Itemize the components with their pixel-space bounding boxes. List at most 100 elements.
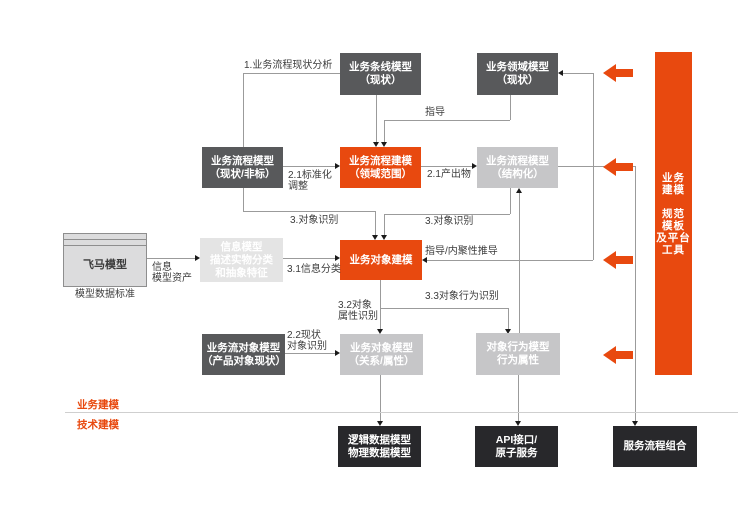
edge-label-guide: 指导: [425, 107, 445, 118]
node-label: 行为属性: [497, 354, 539, 366]
node-logical-data-model: 逻辑数据模型 物理数据模型: [338, 426, 421, 467]
connector-analysis-horizontal: [243, 73, 340, 74]
bar-text-line: 及平台: [656, 231, 691, 244]
edge-label-cohesion: 指导/内聚性推导: [425, 246, 498, 257]
sidebar-governance-bar: 业务 建模 规范 模板 及平台 工具: [655, 52, 692, 375]
connector-object-id-right-v2: [384, 214, 385, 235]
arrowhead-up-icon: [515, 188, 522, 193]
edge-label-line: 对象识别: [287, 341, 327, 352]
arrowhead-right-icon: [335, 254, 340, 261]
node-label: 业务流程模型: [486, 154, 549, 167]
connector-standardize-arrow: [283, 166, 335, 167]
arrowhead-down-icon: [376, 421, 383, 426]
edge-label-asis-object-id: 2.2现状 对象识别: [287, 330, 327, 352]
node-label: 描述实物分类: [210, 253, 273, 266]
arrowhead-right-icon: [335, 349, 340, 356]
edge-label-line: 信息: [152, 262, 172, 273]
node-label: （领域范围）: [349, 167, 412, 180]
node-label: （结构化）: [491, 167, 544, 180]
connector-behavior-id-h: [380, 308, 508, 309]
lane-label-business-modeling: 业务建模: [77, 399, 119, 411]
node-label: 物理数据模型: [348, 446, 411, 459]
connector-guide-v2: [384, 120, 385, 142]
edge-label-line: 属性识别: [338, 311, 378, 322]
connector-guide-horizontal: [384, 120, 510, 121]
node-label: 业务领域模型: [486, 61, 549, 73]
node-object-behavior-model: 对象行为模型 行为属性: [476, 333, 560, 375]
orange-left-arrow-icon: [603, 158, 633, 176]
pegasus-caption: 模型数据标准: [75, 289, 135, 300]
node-biz-process-model-structured: 业务流程模型 （结构化）: [477, 147, 558, 188]
edge-label-line: 2.1标准化: [288, 170, 332, 181]
node-label: （现状）: [496, 74, 539, 86]
arrowhead-right-icon: [472, 162, 477, 169]
orange-left-arrow-icon: [603, 346, 633, 364]
arrowhead-right-icon: [195, 254, 200, 261]
bar-text-line: 业务: [662, 171, 685, 184]
connector-object-id-right-h: [384, 214, 510, 215]
node-label: 飞马模型: [83, 258, 127, 271]
lane-divider: [65, 412, 738, 413]
node-label: （产品对象现状）: [202, 354, 286, 367]
edge-label-output: 2.1产出物: [427, 169, 471, 180]
node-label: 和抽象特征: [215, 266, 268, 279]
connector-pegasus-to-info: [147, 258, 195, 259]
connector-cohesion-horizontal: [427, 260, 593, 261]
node-label: （现状/非标）: [209, 167, 276, 180]
arrowhead-down-icon: [371, 235, 378, 240]
connector-info-classification: [283, 258, 335, 259]
connector-structured-right: [558, 166, 635, 167]
pegasus-stripe: [64, 245, 146, 246]
bar-text-line: 模板: [662, 219, 685, 232]
node-info-model: 信息模型 描述实物分类 和抽象特征: [200, 238, 283, 282]
arrowhead-down-icon: [380, 235, 387, 240]
node-label: 业务对象模型: [350, 341, 413, 354]
connector-line-to-process-modeling: [376, 95, 377, 142]
node-biz-domain-model: 业务领域模型 （现状）: [477, 53, 558, 95]
edge-label-line: 3.2对象: [338, 300, 372, 311]
node-label: 服务流程组合: [623, 440, 687, 452]
arrowhead-left-icon: [558, 69, 563, 76]
arrowhead-right-icon: [335, 162, 340, 169]
edge-label-standardize: 2.1标准化 调整: [288, 170, 332, 192]
bar-text-line: 建模: [662, 183, 685, 196]
connector-attribute-id: [380, 280, 381, 329]
connector-to-domain-model: [563, 73, 593, 74]
node-service-composition: 服务流程组合: [613, 426, 697, 467]
node-biz-process-modeling: 业务流程建模 （领域范围）: [340, 147, 421, 188]
connector-object-id-left-v1: [243, 188, 244, 211]
node-label: API接口/: [495, 433, 538, 446]
edge-label-analysis: 1.业务流程现状分析: [244, 60, 333, 71]
connector-right-trunk: [593, 73, 594, 260]
connector-object-id-right-v1: [510, 188, 511, 214]
node-label: 业务条线模型: [349, 61, 412, 73]
connector-behavior-to-api: [518, 375, 519, 421]
node-label: （现状）: [359, 74, 402, 86]
node-label: 对象行为模型: [486, 341, 550, 353]
node-api-service: API接口/ 原子服务: [475, 426, 558, 467]
arrowhead-down-icon: [514, 421, 521, 426]
node-biz-object-model: 业务对象模型 （关系/属性）: [340, 334, 423, 375]
node-pegasus-model: 飞马模型: [63, 233, 147, 287]
node-label: 业务流程模型: [211, 154, 274, 167]
node-label: 业务流程建模: [349, 154, 412, 167]
orange-left-arrow-icon: [603, 251, 633, 269]
connector-object-id-left-h: [243, 211, 375, 212]
node-biz-flow-object-model: 业务流对象模型 （产品对象现状）: [202, 334, 286, 375]
edge-label-info-classification: 3.1信息分类: [287, 264, 341, 275]
node-label: 业务对象建模: [349, 253, 413, 266]
node-label: 原子服务: [495, 446, 538, 459]
node-biz-line-model: 业务条线模型 （现状）: [340, 53, 421, 95]
orange-left-arrow-icon: [603, 64, 633, 82]
arrowhead-down-icon: [372, 142, 379, 147]
bar-text-line: 工具: [662, 243, 685, 256]
arrowhead-left-icon: [422, 256, 427, 263]
connector-object-to-logical: [380, 375, 381, 421]
node-label: 逻辑数据模型: [348, 433, 411, 446]
arrowhead-down-icon: [631, 421, 638, 426]
connector-guide-v1: [510, 95, 511, 120]
edge-label-line: 2.2现状: [287, 330, 321, 341]
node-biz-object-modeling: 业务对象建模: [340, 240, 422, 280]
arrowhead-down-icon: [376, 329, 383, 334]
